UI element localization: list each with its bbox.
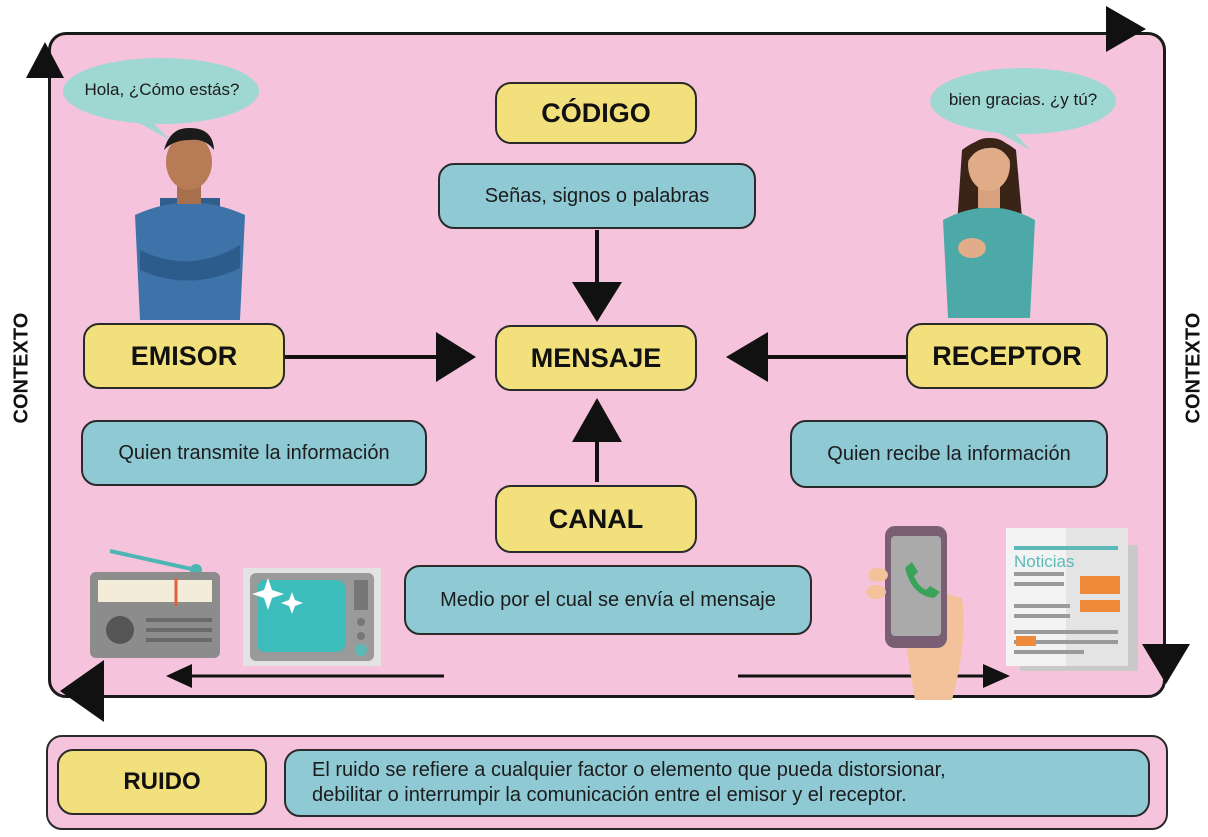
arrow-channel-left (166, 664, 192, 688)
tv-illustration (243, 568, 381, 666)
newspaper-illustration (1006, 528, 1138, 671)
canal-label: CANAL (495, 485, 697, 553)
context-arrow-top-right (1106, 6, 1146, 52)
phone-illustration (866, 526, 964, 700)
codigo-description: Señas, signos o palabras (438, 163, 756, 229)
ruido-description-line1: El ruido se refiere a cualquier factor o… (312, 759, 946, 781)
context-arrow-bottom-left (60, 660, 104, 722)
arrow-receptor-to-mensaje (726, 332, 768, 382)
ruido-description: El ruido se refiere a cualquier factor o… (284, 749, 1150, 817)
receptor-speech-text: bien gracias. ¿y tú? (948, 90, 1098, 109)
canal-description: Medio por el cual se envía el mensaje (404, 565, 812, 635)
emisor-speech-bubble (63, 58, 259, 140)
arrow-emisor-to-mensaje (436, 332, 476, 382)
mensaje-label: MENSAJE (495, 325, 697, 391)
context-label-right: CONTEXTO (1182, 312, 1205, 424)
arrow-codigo-to-mensaje (572, 282, 622, 322)
canal-label-text: CANAL (548, 503, 644, 534)
man-illustration (135, 127, 245, 320)
emisor-description-text: Quien transmite la información (118, 441, 390, 464)
mensaje-label-text: MENSAJE (530, 342, 662, 373)
context-arrow-top-left (26, 42, 64, 78)
ruido-label-text: RUIDO (123, 768, 201, 795)
receptor-speech-bubble (930, 68, 1116, 150)
emisor-speech-text: Hola, ¿Cómo estás? (84, 80, 240, 99)
arrow-channel-right (983, 664, 1010, 688)
ruido-description-lines: El ruido se refiere a cualquier factor o… (312, 758, 946, 808)
codigo-label-text: CÓDIGO (541, 97, 651, 128)
canal-description-text: Medio por el cual se envía el mensaje (440, 588, 776, 611)
arrow-canal-to-mensaje (572, 398, 622, 442)
codigo-description-text: Señas, signos o palabras (484, 184, 710, 207)
emisor-description: Quien transmite la información (81, 420, 427, 486)
emisor-label-text: EMISOR (130, 340, 238, 371)
codigo-label: CÓDIGO (495, 82, 697, 144)
ruido-label: RUIDO (57, 749, 267, 815)
emisor-label: EMISOR (83, 323, 285, 389)
ruido-description-line2: debilitar o interrumpir la comunicación … (312, 784, 907, 806)
woman-illustration (943, 137, 1035, 318)
receptor-description: Quien recibe la información (790, 420, 1108, 488)
context-arrow-bottom-right (1142, 644, 1190, 684)
context-label-left: CONTEXTO (10, 312, 33, 424)
receptor-description-text: Quien recibe la información (827, 442, 1071, 465)
newspaper-title: Noticias (1014, 552, 1075, 571)
receptor-label: RECEPTOR (906, 323, 1108, 389)
radio-illustration (90, 549, 220, 658)
receptor-label-text: RECEPTOR (932, 340, 1082, 371)
